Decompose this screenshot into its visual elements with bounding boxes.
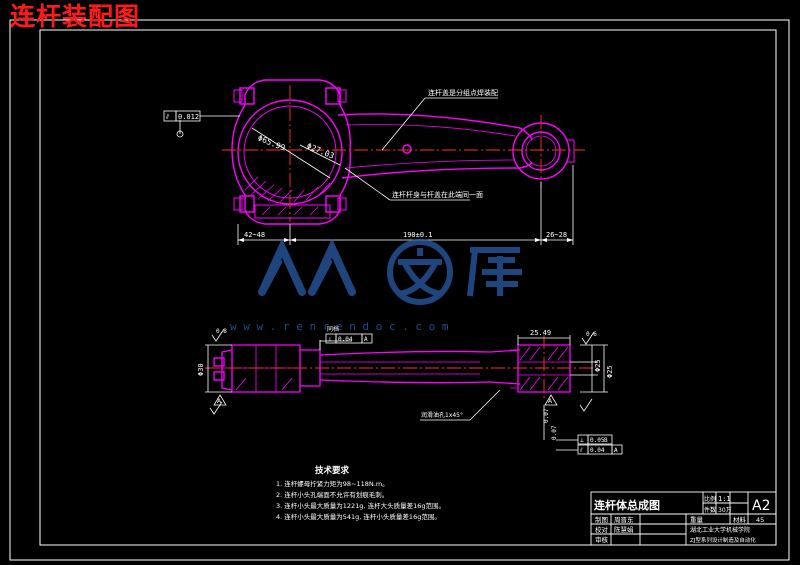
gdt-r2-symbol: ⫽ [579,447,583,454]
small-bore-label: Φ27.03 [305,142,335,161]
title-block-grid [590,491,777,546]
note-left: 0.8 [216,328,227,335]
bottom-tol-1: 0.07 [543,408,550,423]
surface-marks [209,328,595,415]
title-designer-name: 周晋东 [614,515,634,524]
datum-center: A [548,398,553,405]
watermark-logo [258,238,522,305]
right-gdt-frames [556,434,623,455]
title-drawing-name: 连杆体总成图 [594,498,660,512]
dim-side-width: 25.49 [530,329,551,337]
callout-bottom-text: 连杆杆身与杆盖在此端同一面 [392,190,483,199]
title-checker-name: 陈慧娟 [614,525,634,534]
gdt-r2-value: 0.04 [590,447,605,454]
side-gdt-frame [319,333,373,350]
gdt-r1-value: 0.05 [590,437,605,444]
side-gdt-datum: A [364,336,368,343]
dim-right-dia-2: Φ25 [606,365,614,378]
title-school: 湖北工业大学机械学院 [690,526,750,534]
tech-req-item-1: 1. 连杆螺母拧紧力矩为98~118N.m。 [276,479,389,488]
callout-top-leader [381,97,498,151]
outer-frame [9,19,790,561]
tech-req-item-2: 2. 连杆小头孔端面不允许有划痕毛刺。 [276,490,388,499]
gdt-r1-symbol: ⊥ [580,437,584,444]
cap-hatching [244,176,331,216]
datum-marks [213,394,558,440]
side-hatching [235,346,569,391]
title-scale-value: 1:1 [718,495,731,503]
title-checker-role: 校对 [595,525,609,534]
rod-side-view [213,344,571,393]
dim-center-distance: 190±0.1 [403,231,433,239]
side-dimensions [205,335,608,393]
dim-left-span: 42~48 [244,231,265,239]
dim-right-dia: Φ25 [594,359,602,372]
title-approver-role: 审核 [595,535,609,544]
title-scale-label: 比例 [704,495,716,503]
oil-hole-label: 润滑油孔1x45° [421,411,463,419]
tech-req-title: 技术要求 [315,465,350,476]
callout-bottom-leader [344,167,470,201]
side-gdt-value: 0.04 [338,336,353,343]
title-weight-label: 重量 [690,516,704,524]
bottom-tol-2: 0.07 [551,425,558,440]
tech-req-item-4: 4. 连杆小头最大质量为541g, 连杆小头质量差16g范围。 [276,512,441,521]
title-designer-role: 制图 [595,515,608,524]
note-right: 0.6 [586,331,597,338]
title-sheets-value: 30万 [718,507,732,514]
dimension-arrows-top [238,238,573,242]
oil-hole-leader [420,389,501,421]
title-sheets-label: 件数 [704,506,716,514]
side-center-line [205,335,600,400]
page-title: 连杆装配图 [10,2,141,31]
gdt-r2-datum: A [614,447,618,454]
title-size-code: A2 [752,498,770,514]
inner-marker-label: 同档 [327,325,339,333]
dim-right-span: 26~28 [546,231,567,239]
title-project: ZJ型系列设计制造及自动化 [690,536,756,544]
watermark-url: w w w . r e n r e n d o c . c o m [230,320,449,333]
callout-top-text: 连杆盖是分组点焊装配 [428,88,498,97]
dim-left-height: Φ30 [197,363,205,376]
gdt-top-symbol: ⫽ [165,113,170,121]
gdt-top-frame [163,110,240,138]
title-material-label: 材料 [733,515,747,524]
side-gdt-symbol: ⊥ [328,336,332,343]
inner-frame [39,29,777,546]
title-material-value: 45 [756,516,764,524]
gdt-r1-datum: B [604,437,608,444]
bore-leaders [251,127,341,179]
datum-left: A [217,398,222,405]
tech-req-item-3: 3. 连杆小头最大质量为1221g, 连杆大头质量差16g范围。 [276,501,445,510]
center-lines [222,85,585,222]
gdt-top-value: 0.012 [178,113,199,121]
